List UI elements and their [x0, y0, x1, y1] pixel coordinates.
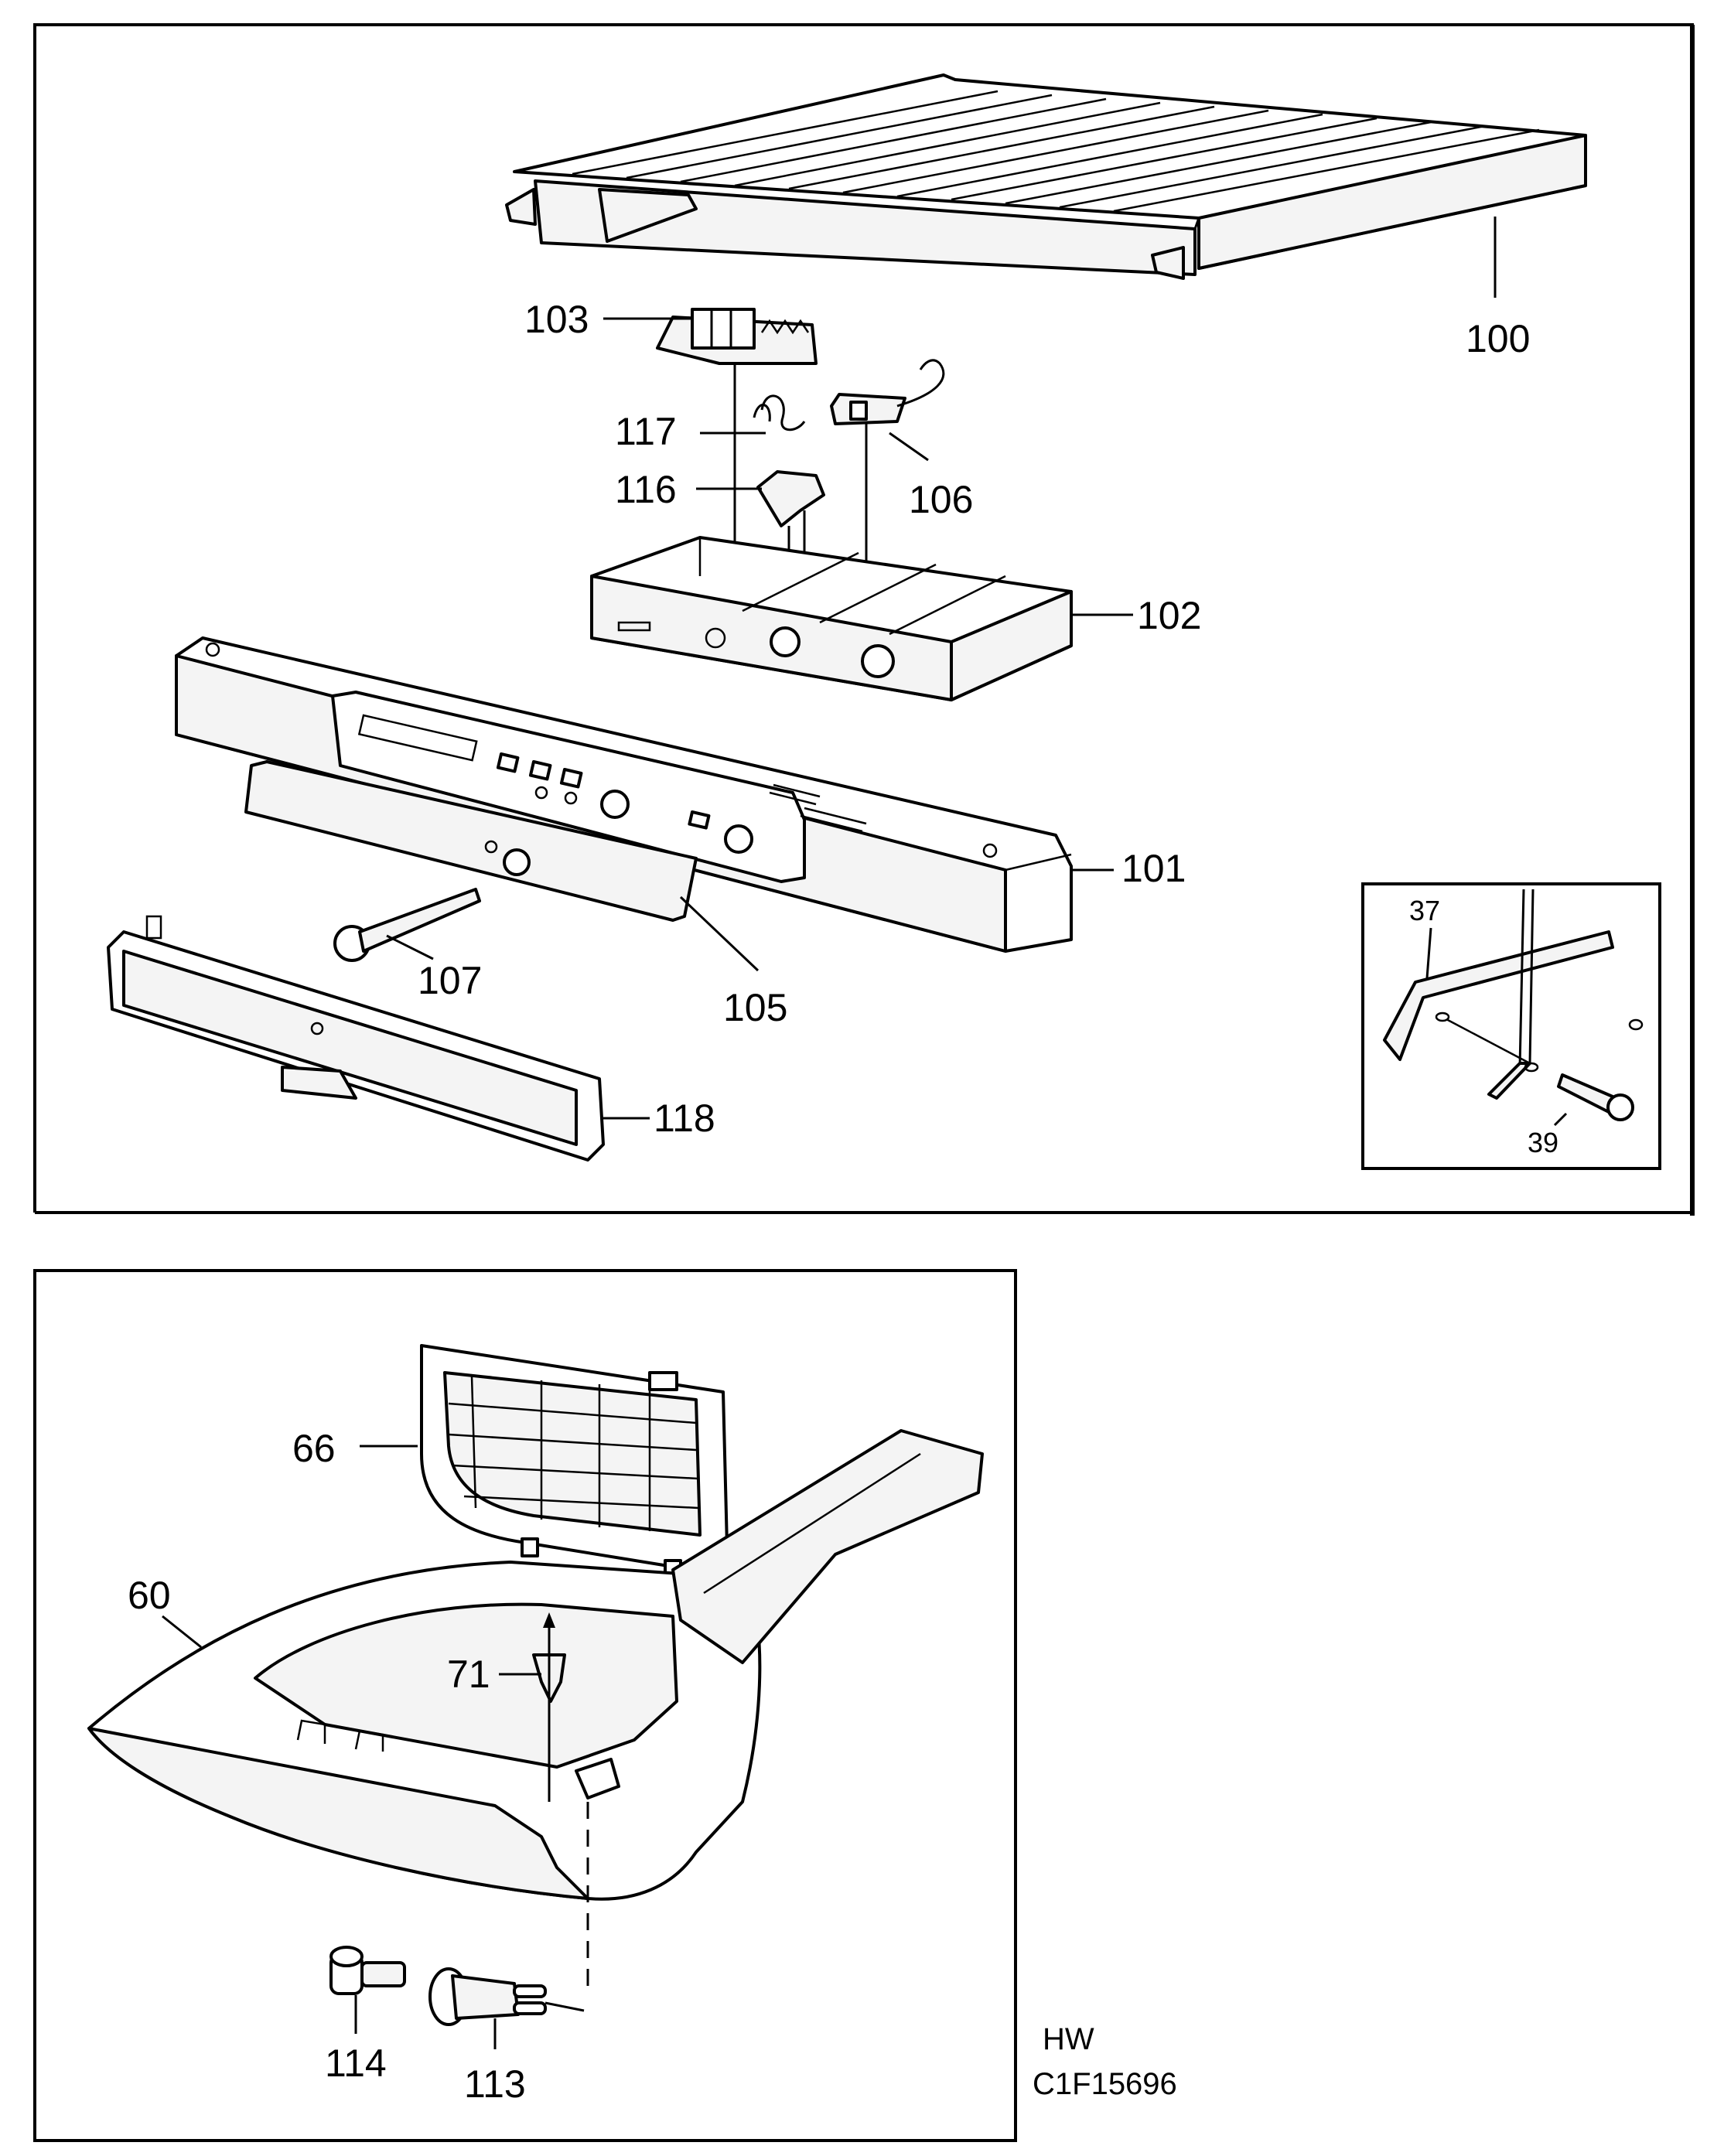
drawing-code-number: C1F15696: [1033, 2067, 1177, 2101]
callout-71: 71: [447, 1653, 490, 1696]
callout-39: 39: [1528, 1127, 1558, 1158]
drawing-code-hw: HW: [1043, 2022, 1094, 2056]
callout-105: 105: [723, 986, 787, 1029]
callout-103: 103: [524, 298, 589, 341]
callout-117: 117: [615, 410, 677, 453]
leader-107: [386, 934, 434, 960]
leader-37: [1425, 927, 1432, 979]
part-107-shaft: [333, 888, 481, 962]
callout-37: 37: [1409, 895, 1440, 926]
leader-60: [162, 1615, 202, 1649]
part-66-grille: [420, 1344, 729, 1579]
callout-114: 114: [325, 2042, 387, 2085]
inset-detail-frame: [1361, 882, 1661, 1170]
part-118-trim: [107, 915, 605, 1162]
part-113-socket: [428, 1967, 585, 2026]
callout-60: 60: [128, 1574, 171, 1617]
callout-100: 100: [1466, 317, 1530, 360]
callout-116: 116: [615, 468, 677, 511]
leader-105: [679, 895, 760, 972]
part-105-strip: [244, 760, 698, 922]
part-106-switch: [830, 359, 945, 425]
callout-66: 66: [292, 1427, 336, 1470]
part-114-bushing: [329, 1946, 406, 1995]
callout-101: 101: [1121, 847, 1186, 890]
part-116-holder: [756, 470, 825, 557]
part-102-housing: [590, 536, 1073, 701]
leader-39: [1553, 1112, 1568, 1127]
callout-107: 107: [418, 959, 482, 1002]
leader-106: [889, 432, 929, 462]
part-103-bracket: [656, 308, 818, 365]
part-60-housing: [87, 1429, 984, 1901]
inset-mount-detail: [1383, 889, 1644, 1121]
callout-113: 113: [464, 2062, 526, 2106]
part-71-clip: [532, 1612, 566, 1802]
callout-102: 102: [1137, 594, 1201, 637]
part-117-clip: [753, 394, 806, 432]
upper-panel-frame: [33, 23, 1695, 1216]
callout-106: 106: [909, 478, 973, 521]
part-100-shelf: [505, 73, 1587, 298]
part-101-fascia: [175, 636, 1073, 953]
lower-panel-frame: [33, 1269, 1017, 2142]
callout-118: 118: [654, 1097, 715, 1140]
